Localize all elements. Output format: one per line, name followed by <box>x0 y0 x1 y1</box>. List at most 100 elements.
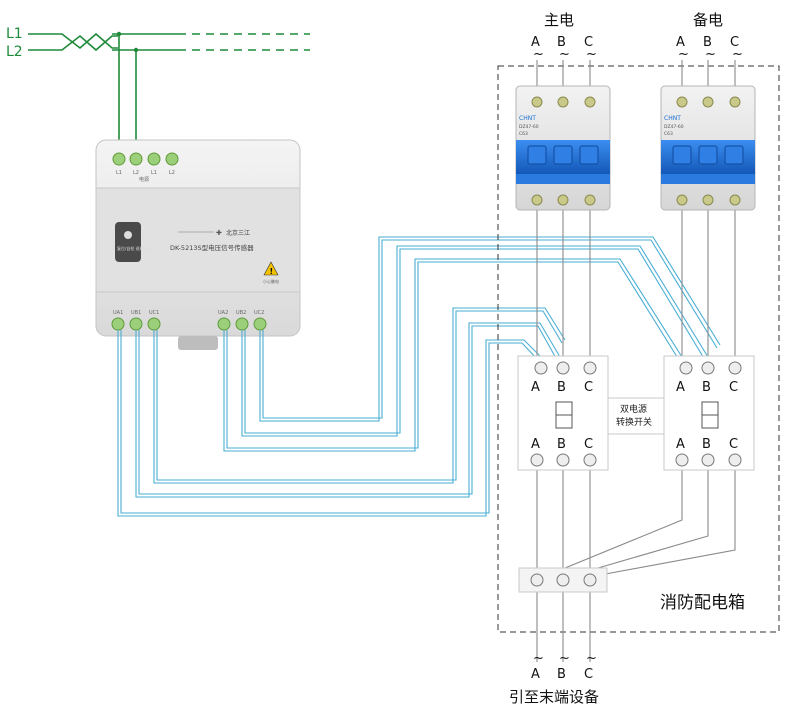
power-wires <box>536 60 736 662</box>
backup-tilde-b: ~ <box>705 47 716 62</box>
ts-main-bot-label-c: C <box>584 437 593 452</box>
signal-wire-uc1 <box>153 307 566 484</box>
terminal-uc2 <box>253 317 267 331</box>
backup-tilde-a: ~ <box>678 47 689 62</box>
backup-screw-bot-a <box>676 194 688 206</box>
transfer-label-line1: 双电源 <box>620 403 647 415</box>
signal-wire-uc2-b <box>262 239 718 419</box>
output-label: 引至末端设备 <box>509 688 599 706</box>
main-tilde-a: ~ <box>533 47 544 62</box>
reset-button-text: 复位/自检 巡检状态 <box>117 245 152 251</box>
terminal-l2b <box>165 152 179 166</box>
output-terminal-a <box>530 573 544 587</box>
ts-main-bot-a <box>530 453 544 467</box>
main-tilde-c: ~ <box>586 47 597 62</box>
output-labels: ~ ~ ~ A B C 引至末端设备 <box>509 651 599 706</box>
output-terminal-c <box>583 573 597 587</box>
terminal-l1a <box>112 152 126 166</box>
main-breaker-phase-labels: A B C ~ ~ ~ <box>531 35 597 62</box>
backup-tilde-c: ~ <box>732 47 743 62</box>
main-power-title: 主电 <box>544 11 574 29</box>
main-toggle-c[interactable] <box>579 145 599 165</box>
signal-wire-ua1 <box>117 330 542 517</box>
l2-label: L2 <box>6 44 23 60</box>
signal-wires <box>117 236 721 517</box>
terminal-label-ua1: UA1 <box>113 310 123 316</box>
terminal-uc1 <box>147 317 161 331</box>
signal-wire-ua2 <box>223 258 683 452</box>
main-toggle-a[interactable] <box>527 145 547 165</box>
ts-backup-bot-b <box>701 453 715 467</box>
signal-wire-ua1-b <box>120 330 539 514</box>
brand-mark: ✚ <box>216 229 222 237</box>
terminal-label-l2b: L2 <box>169 170 175 176</box>
backup-phase-c: C <box>730 35 739 50</box>
out-phase-b: B <box>557 667 566 682</box>
terminal-ub1 <box>129 317 143 331</box>
terminal-label-l2a: L2 <box>133 170 139 176</box>
main-screw-top-b <box>557 96 569 108</box>
backup-power-title: 备电 <box>693 11 723 29</box>
ts-backup-top-label-c: C <box>729 380 738 395</box>
terminal-label-l1a: L1 <box>116 170 122 176</box>
main-tilde-b: ~ <box>559 47 570 62</box>
terminal-ua1 <box>111 317 125 331</box>
backup-screw-top-c <box>729 96 741 108</box>
signal-wire-ub1 <box>135 322 561 498</box>
main-breaker-lower-band <box>516 174 610 184</box>
backup-screw-bot-b <box>702 194 714 206</box>
backup-brand: CHNT <box>664 115 681 122</box>
ts-main-top-c <box>583 361 597 375</box>
incoming-lines: L1 L2 <box>6 26 310 158</box>
main-phase-b: B <box>557 35 566 50</box>
out-tilde-a: ~ <box>533 651 544 666</box>
terminal-label-l1b: L1 <box>151 170 157 176</box>
ts-main-bot-label-b: B <box>557 437 566 452</box>
backup-toggle-b[interactable] <box>698 145 718 165</box>
reset-button-housing <box>115 222 141 262</box>
sensor-din-clip <box>178 336 218 350</box>
backup-breaker-phase-labels: A B C ~ ~ ~ <box>676 35 743 62</box>
reset-button <box>124 231 132 239</box>
backup-toggle-c[interactable] <box>724 145 744 165</box>
main-phase-a: A <box>531 35 540 50</box>
ts-backup-top-c <box>728 361 742 375</box>
warning-icon <box>263 261 279 276</box>
backup-phase-a: A <box>676 35 685 50</box>
backup-breaker-lower-band <box>661 174 755 184</box>
backup-screw-top-b <box>702 96 714 108</box>
ts-main-top-b <box>556 361 570 375</box>
signal-wire-ub2-b <box>244 248 706 434</box>
ts2-out-c <box>599 470 736 576</box>
backup-toggle-a[interactable] <box>672 145 692 165</box>
main-screw-bot-c <box>584 194 596 206</box>
terminal-l2a <box>129 152 143 166</box>
main-phase-c: C <box>584 35 593 50</box>
backup-rating: C63 <box>664 131 673 137</box>
out-tilde-c: ~ <box>586 651 597 666</box>
l1-wire-twist <box>28 32 118 50</box>
main-toggle-b[interactable] <box>553 145 573 165</box>
ts-backup-top-label-b: B <box>702 380 711 395</box>
backup-screw-top-a <box>676 96 688 108</box>
output-terminal-block <box>518 567 608 593</box>
sensor-top-terminals: L1 L2 L1 L2 电源 <box>112 152 179 183</box>
terminal-ub2 <box>235 317 249 331</box>
ts-backup-top-label-a: A <box>676 380 685 395</box>
output-terminal-b <box>556 573 570 587</box>
ts-backup-top-a <box>679 361 693 375</box>
out-phase-c: C <box>584 667 593 682</box>
ts-backup-top-b <box>701 361 715 375</box>
main-screw-top-a <box>531 96 543 108</box>
brand-name: 北京三江 <box>226 229 250 237</box>
l2-wire-twist <box>28 34 118 52</box>
backup-breaker: CHNT DZ47-60 C63 <box>660 85 756 211</box>
main-brand: CHNT <box>519 115 536 122</box>
signal-wire-uc2 <box>259 236 721 422</box>
ts-main-bot-b <box>556 453 570 467</box>
ts-main-top-label-c: C <box>584 380 593 395</box>
terminal-ua2 <box>217 317 231 331</box>
signal-wire-uc1-b <box>156 310 563 481</box>
ts-backup-bot-label-c: C <box>729 437 738 452</box>
